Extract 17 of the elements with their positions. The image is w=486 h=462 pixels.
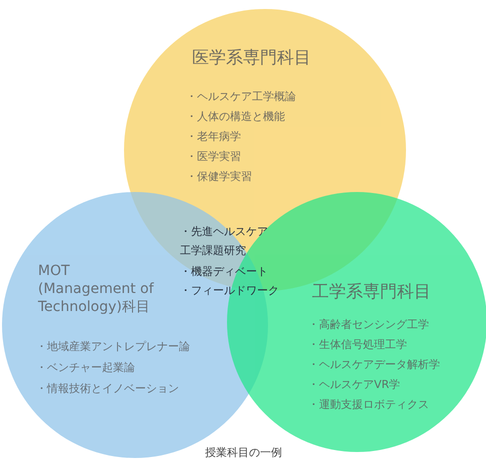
- list-item: ・ヘルスケア工学概論: [186, 90, 296, 104]
- list-item: ・医学実習: [186, 150, 241, 164]
- list-item: ・情報技術とイノベーション: [36, 382, 179, 396]
- list-item: ・生体信号処理工学: [308, 338, 407, 352]
- list-item: ・人体の構造と機能: [186, 110, 285, 124]
- list-item: ・地域産業アントレプレナー論: [36, 340, 190, 354]
- list-item: ・ベンチャー起業論: [36, 361, 135, 375]
- list-item: ・運動支援ロボティクス: [308, 398, 429, 412]
- circle-heading: MOT (Management of Technology)科目: [38, 262, 155, 316]
- caption: 授業科目の一例: [205, 446, 282, 460]
- circle-heading: 医学系専門科目: [192, 48, 312, 69]
- list-item: ・老年病学: [186, 130, 241, 144]
- list-item: ・ヘルスケアVR学: [308, 378, 400, 392]
- list-item: ・保健学実習: [186, 170, 252, 184]
- list-item: ・高齢者センシング工学: [308, 318, 429, 332]
- list-item: ・ヘルスケアデータ解析学: [308, 358, 440, 372]
- circle-heading: 工学系専門科目: [312, 282, 432, 303]
